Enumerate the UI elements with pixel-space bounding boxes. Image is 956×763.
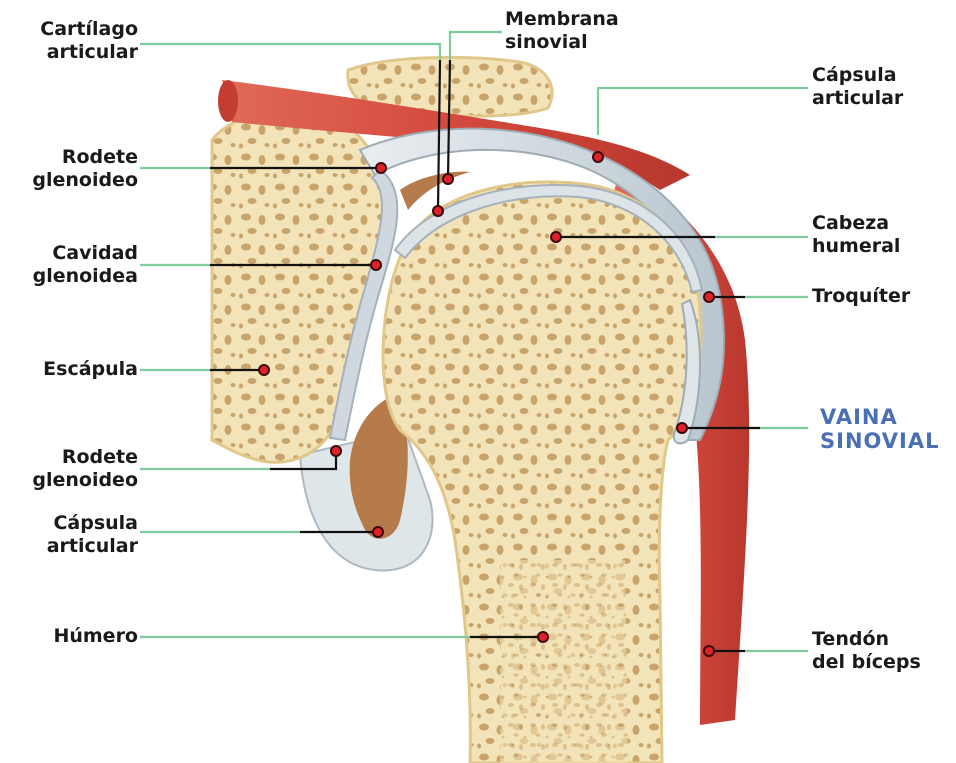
label-vaina-sinovial: VAINA SINOVIAL xyxy=(820,405,956,453)
label-capsula-articular-top: Cápsula articular xyxy=(812,64,952,110)
label-rodete-glenoideo-top: Rodete glenoideo xyxy=(0,146,138,192)
label-membrana-sinovial: Membrana sinovial xyxy=(505,8,655,54)
label-escapula: Escápula xyxy=(0,358,138,381)
marker-membrana xyxy=(443,174,453,184)
marker-troquiter xyxy=(704,292,714,302)
leader-cartilago-green xyxy=(140,44,440,60)
label-capsula-articular-bottom: Cápsula articular xyxy=(0,512,138,558)
label-humero: Húmero xyxy=(0,625,138,648)
label-cavidad-glenoidea: Cavidad glenoidea xyxy=(0,242,138,288)
marker-capsula-top xyxy=(593,152,603,162)
marker-rodete-top xyxy=(376,163,386,173)
marker-tendon xyxy=(704,646,714,656)
label-cabeza-humeral: Cabeza humeral xyxy=(812,212,952,258)
marker-cartilago xyxy=(433,206,443,216)
marker-vaina xyxy=(677,423,687,433)
label-tendon-del-biceps: Tendón del bíceps xyxy=(812,628,952,674)
marker-humero xyxy=(538,632,548,642)
scapula-bone xyxy=(212,111,385,462)
marker-cavidad xyxy=(371,260,381,270)
label-cartilago-articular: Cartílago articular xyxy=(10,18,138,64)
marker-cabeza xyxy=(551,232,561,242)
label-rodete-glenoideo-bottom: Rodete glenoideo xyxy=(0,446,138,492)
leader-capsula-top-green xyxy=(598,88,808,135)
humerus-shaft xyxy=(500,560,628,763)
label-troquiter: Troquíter xyxy=(812,285,952,308)
marker-rodete-bottom xyxy=(331,446,341,456)
marker-escapula xyxy=(259,365,269,375)
muscle-cut-end xyxy=(218,80,238,122)
marker-capsula-bottom xyxy=(373,527,383,537)
leader-membrana-green xyxy=(450,32,502,60)
